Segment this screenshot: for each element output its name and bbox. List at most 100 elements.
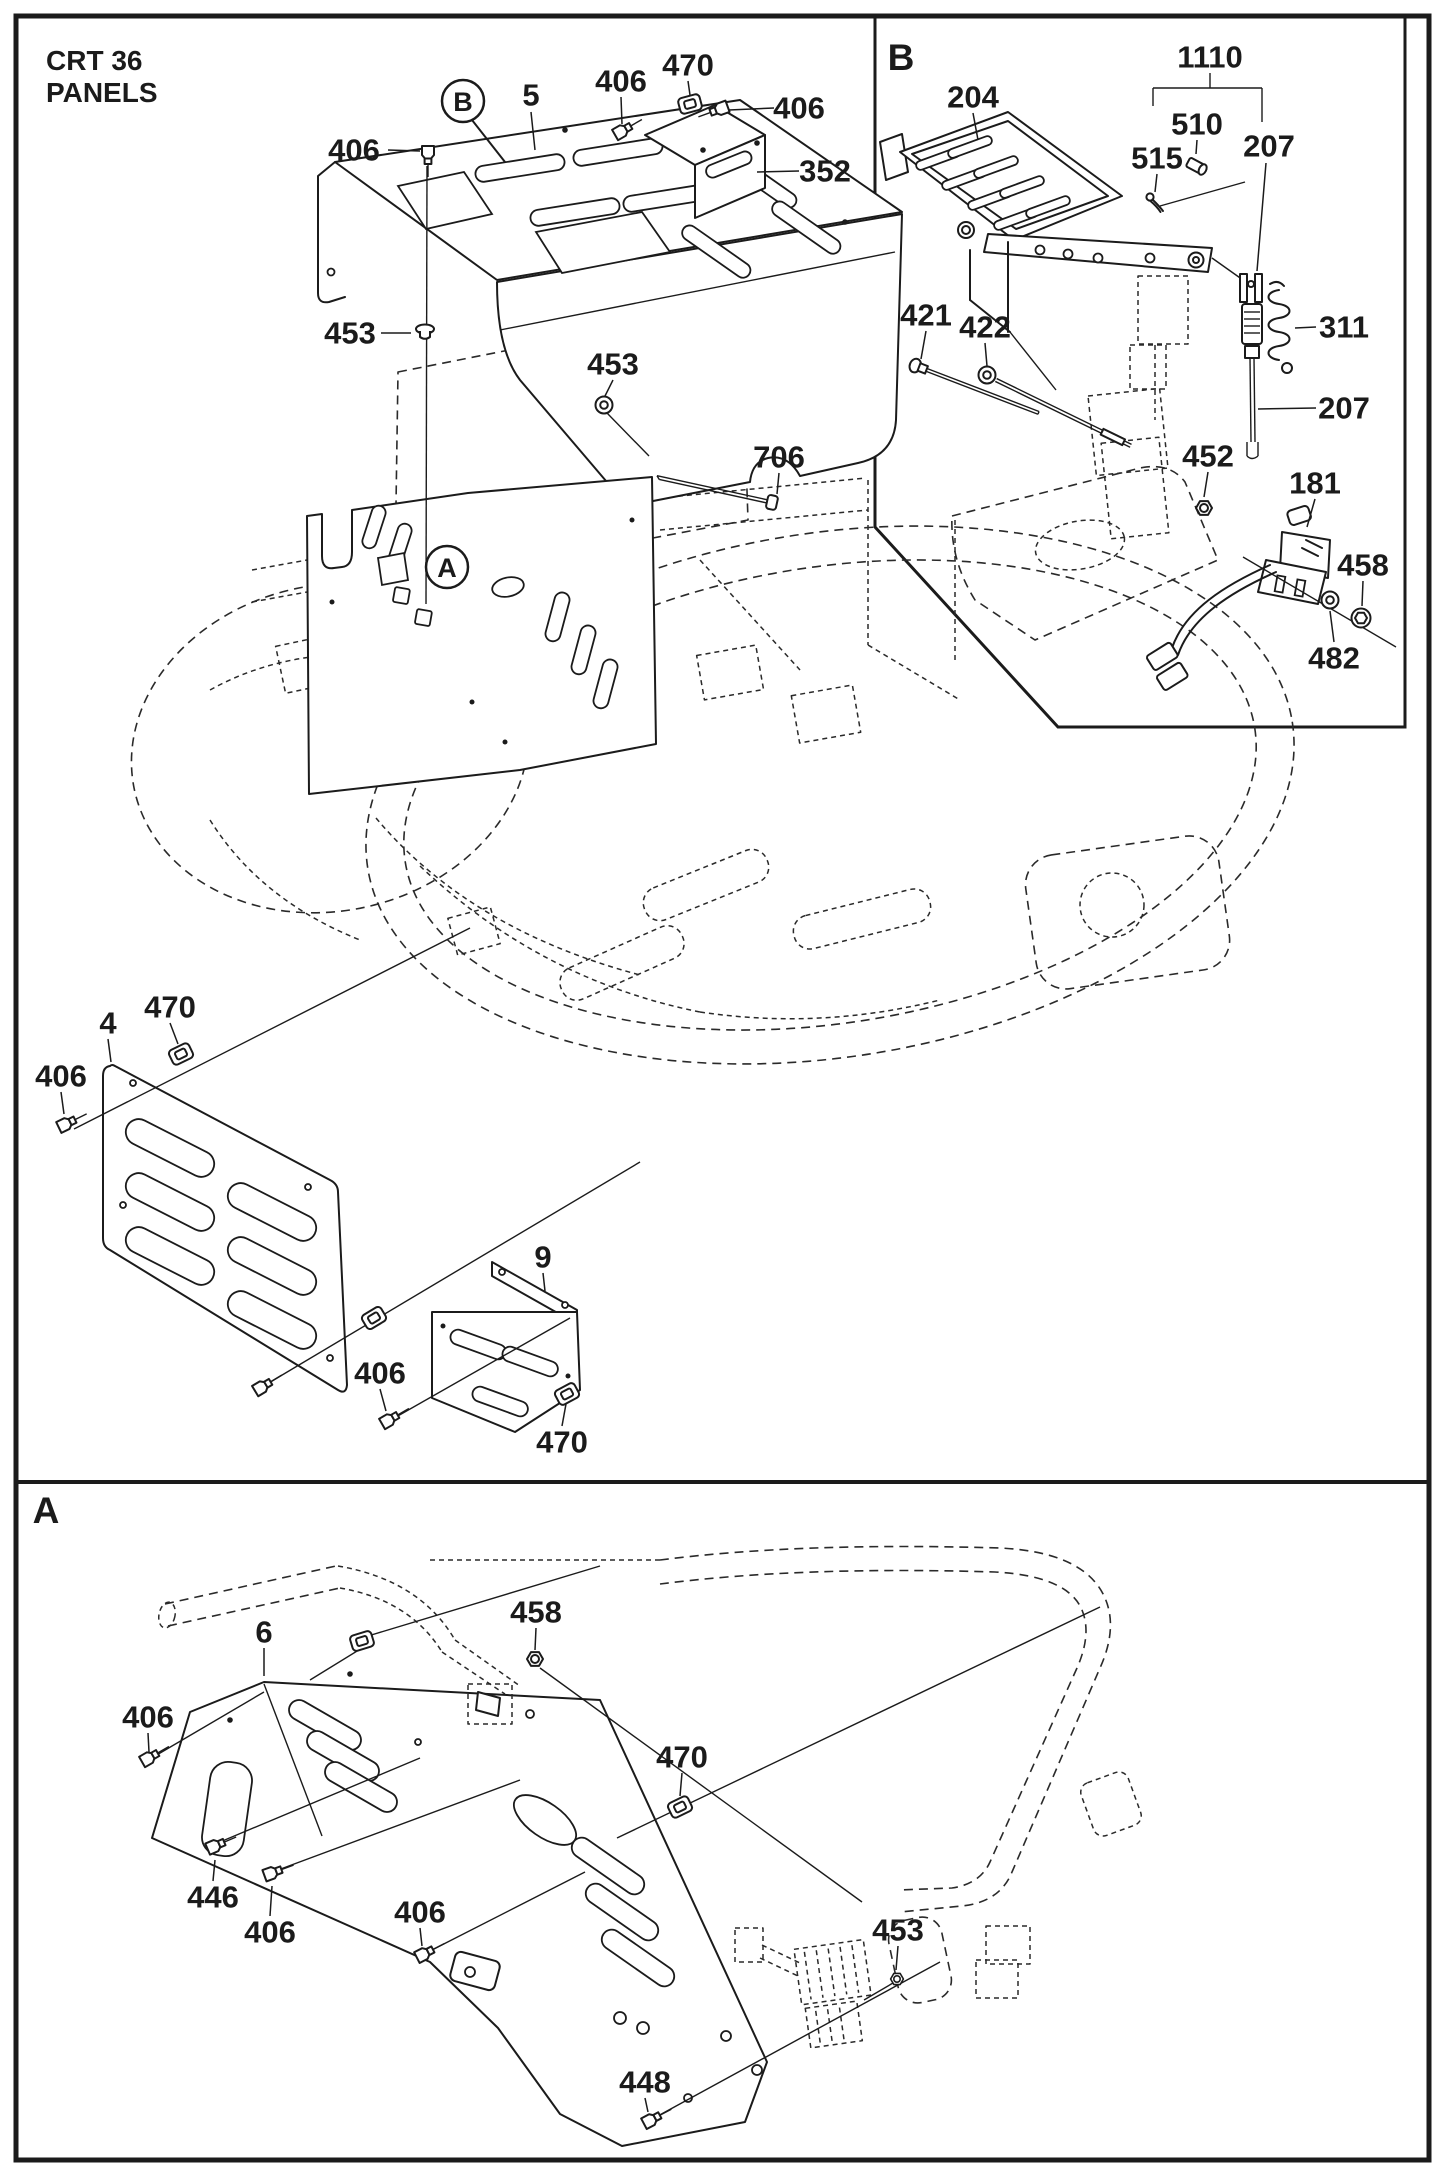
part-label-406-main: 406: [35, 1059, 87, 1094]
part-label-352-main: 352: [799, 154, 851, 189]
leader-line: [419, 1927, 423, 1947]
leader-line: [728, 107, 775, 111]
leader-line: [679, 1772, 683, 1797]
part-352-bracket: [644, 104, 766, 219]
leader-line: [542, 1272, 546, 1292]
leader-line: [530, 111, 536, 151]
bolt-icon: [251, 1369, 286, 1398]
page-title-line2: PANELS: [46, 77, 158, 108]
leader-line: [1154, 173, 1158, 193]
leader-line: [895, 1945, 899, 1971]
leader-line: [620, 96, 623, 125]
bracket-1110-lines: [1152, 73, 1263, 122]
part-label-421-inset_b: 421: [900, 298, 952, 333]
part-label-470-section_a: 470: [656, 1740, 708, 1775]
leader-line: [561, 1403, 567, 1427]
section-a-illustration: [138, 1545, 1143, 2147]
part-label-9-main: 9: [534, 1240, 551, 1275]
leader-line: [1306, 498, 1316, 528]
part-label-470-main: 470: [536, 1425, 588, 1460]
part-204-pedal: [879, 111, 1123, 241]
leader-line: [387, 149, 421, 152]
inset-dashed-frame: [1087, 275, 1189, 540]
leader-line: [107, 1038, 112, 1063]
leader-line: [920, 330, 927, 360]
leader-line: [984, 342, 988, 367]
part-label-453-section_a: 453: [872, 1913, 924, 1948]
leader-line: [169, 1022, 179, 1045]
leader-line: [1329, 610, 1335, 643]
leader-line: [1294, 326, 1317, 329]
clipnut-icon: [166, 1040, 196, 1068]
grommet-icon: [415, 323, 435, 340]
leader-line: [604, 379, 614, 397]
leader-line: [972, 112, 979, 141]
inset-b-illustration: [879, 73, 1397, 691]
part-label-452-inset_b: 452: [1182, 439, 1234, 474]
part-label-470-main: 470: [144, 990, 196, 1025]
part-label-406-main: 406: [595, 64, 647, 99]
clipnut-icon: [665, 1793, 695, 1821]
bolt-422-icon: [977, 365, 1132, 448]
leader-line: [756, 170, 800, 173]
view-circle-B: [440, 78, 486, 124]
section-a-fastener-lines: [138, 1565, 1101, 2131]
bolt-icon: [55, 1107, 91, 1134]
leader-line: [1195, 139, 1198, 155]
leader-line: [1361, 580, 1364, 607]
bolt-icon: [378, 1402, 413, 1431]
part-label-515-inset_b: 515: [1131, 141, 1183, 176]
part-label-5-main: 5: [522, 78, 539, 113]
part-label-4-main: 4: [99, 1006, 117, 1041]
heatsink-dashed: [793, 1938, 872, 2049]
washer-icon: [594, 395, 614, 415]
leader-line: [379, 1388, 387, 1412]
part-label-453-main: 453: [587, 347, 639, 382]
leader-line: [147, 1732, 150, 1753]
part-label-406-main: 406: [773, 91, 825, 126]
part-label-311-inset_b: 311: [1319, 310, 1369, 345]
part-label-406-main: 406: [354, 1356, 406, 1391]
part-9-bracket: [431, 1261, 581, 1433]
pin-icon: [1184, 155, 1210, 178]
nut-458-icon: [526, 1651, 544, 1667]
rod-207-icon: [1239, 273, 1263, 460]
leader-line: [269, 1885, 273, 1917]
nut-453-icon: [889, 1972, 905, 1986]
cotter-pin-icon: [1145, 192, 1164, 213]
pedal-arm: [957, 221, 1244, 391]
part-4-panel: [102, 1064, 348, 1393]
section-a-letter: A: [33, 1490, 60, 1531]
part-label-706-main: 706: [753, 440, 805, 475]
leader-line: [60, 1091, 65, 1115]
part-label-406-section_a: 406: [244, 1915, 296, 1950]
leader-line: [644, 2097, 649, 2113]
bolt-706-icon: [656, 475, 779, 511]
flange-nut-458-icon: [1350, 607, 1372, 629]
clipnut-icon: [348, 1629, 376, 1653]
part-label-422-inset_b: 422: [959, 310, 1011, 345]
part-label-406-section_a: 406: [122, 1700, 174, 1735]
part-label-458-section_a: 458: [510, 1595, 562, 1630]
leader-line: [1203, 471, 1209, 498]
bolt-icon: [138, 1740, 173, 1769]
part-label-181-inset_b: 181: [1289, 466, 1341, 501]
callouts-layer: 406 5 406 470 406 352 453 453 706 4 470 406 406 9 470 2…: [35, 40, 1389, 2113]
leader-line: [1256, 162, 1267, 272]
section-a-dashed-frame: [157, 1545, 1143, 2004]
part-label-453-main: 453: [324, 316, 376, 351]
part-label-510-inset_b: 510: [1171, 107, 1223, 142]
part-label-448-section_a: 448: [619, 2065, 671, 2100]
part-label-204-inset_b: 204: [947, 80, 999, 115]
switch-181-icon: [1146, 504, 1397, 691]
leader-line: [1257, 407, 1317, 410]
leader-line: [534, 1627, 537, 1651]
leader-line: [687, 80, 691, 96]
nut-icon: [1195, 500, 1213, 516]
part-label-458-inset_b: 458: [1337, 548, 1389, 583]
part-a-center-panel: [306, 476, 657, 795]
leader-line: [471, 119, 506, 163]
washer-482-icon: [1320, 590, 1340, 610]
